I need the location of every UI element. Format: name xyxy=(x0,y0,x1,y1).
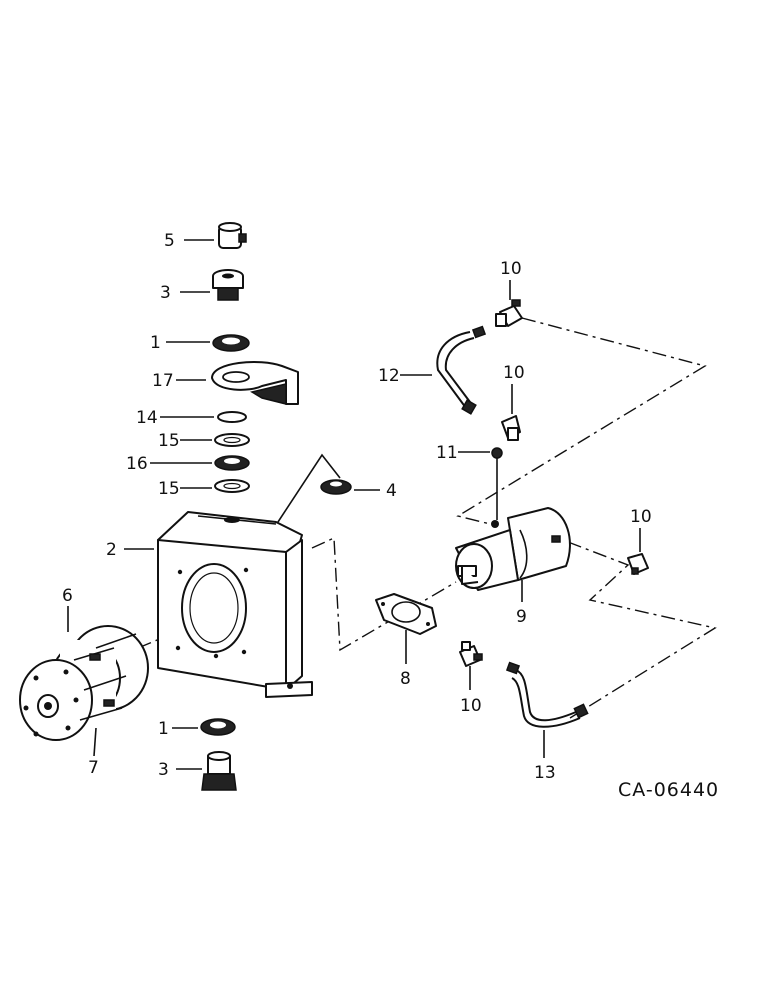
assembly-line-top xyxy=(456,317,707,525)
part-13-tube xyxy=(505,661,589,728)
part-8-gasket xyxy=(375,593,437,635)
callout-16: 16 xyxy=(126,454,148,474)
assembly-line-right xyxy=(567,541,717,719)
callout-9: 9 xyxy=(516,607,527,627)
part-10-fitting-top xyxy=(495,299,523,327)
part-5-vent-plug xyxy=(218,222,247,249)
callout-12: 12 xyxy=(378,366,400,386)
part-17-bracket xyxy=(211,361,299,405)
part-10-fitting-right xyxy=(627,553,649,575)
assembly-line-washer xyxy=(275,453,341,526)
assembly-line-pump-axis xyxy=(137,627,187,649)
callout-4: 4 xyxy=(386,481,397,501)
part-14-washer xyxy=(217,411,247,423)
callout-7: 7 xyxy=(88,758,99,778)
part-3-fitting-top xyxy=(212,269,244,301)
callout-10-middle: 10 xyxy=(503,363,525,383)
callout-15-a: 15 xyxy=(158,431,180,451)
callout-2: 2 xyxy=(106,540,117,560)
callout-5: 5 xyxy=(164,231,175,251)
part-4-nut xyxy=(320,479,352,495)
part-9-motor xyxy=(455,507,571,591)
assembly-line-left xyxy=(311,536,457,652)
callout-10-right: 10 xyxy=(630,507,652,527)
callout-10-bottom: 10 xyxy=(460,696,482,716)
part-16-washer-thick xyxy=(214,455,250,471)
callout-3-top: 3 xyxy=(160,283,171,303)
drawing-code: CA-06440 xyxy=(618,779,719,801)
callout-15-b: 15 xyxy=(158,479,180,499)
part-1-seal-bottom xyxy=(200,718,236,736)
callout-14: 14 xyxy=(136,408,158,428)
callout-1-bottom: 1 xyxy=(158,719,169,739)
part-15-washer-a xyxy=(214,433,250,447)
part-7-pump-cover xyxy=(19,633,137,741)
callout-1-top: 1 xyxy=(150,333,161,353)
part-2-housing xyxy=(157,511,313,698)
part-11-fitting xyxy=(491,447,503,520)
part-12-tube xyxy=(436,325,487,415)
part-1-seal-top xyxy=(212,334,250,352)
part-10-fitting-bottom xyxy=(459,641,483,667)
leader-7 xyxy=(93,727,97,757)
part-15-washer-b xyxy=(214,479,250,493)
part-10-fitting-middle xyxy=(501,415,521,441)
callout-8: 8 xyxy=(400,669,411,689)
callout-3-bottom: 3 xyxy=(158,760,169,780)
callout-10-top: 10 xyxy=(500,259,522,279)
part-3-fitting-bottom xyxy=(201,751,237,791)
callout-13: 13 xyxy=(534,763,556,783)
callout-6: 6 xyxy=(62,586,73,606)
callout-17: 17 xyxy=(152,371,174,391)
callout-11: 11 xyxy=(436,443,458,463)
